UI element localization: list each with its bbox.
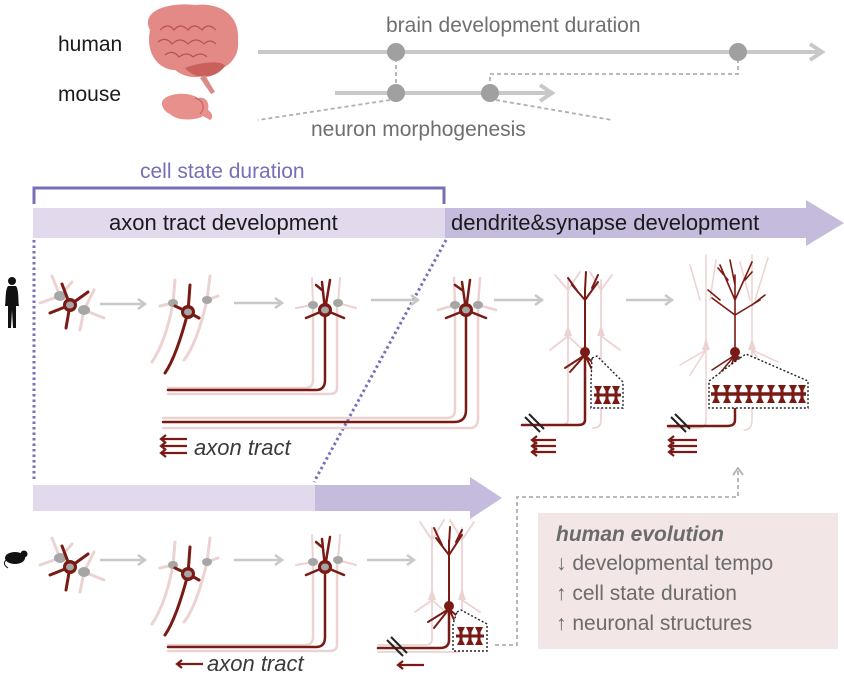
evolution-connector-lines — [495, 470, 739, 646]
mouse-label: mouse — [58, 83, 122, 106]
mouse-phase2-arrow — [315, 477, 502, 519]
evolution-item-text: cell state duration — [572, 582, 737, 605]
neuron-stage-bipolar-mouse — [150, 536, 220, 637]
dendrite-synapse-development-label: dendrite&synapse development — [451, 210, 760, 235]
human-silhouette-icon — [5, 277, 19, 328]
cell-state-duration-label: cell state duration — [140, 160, 305, 183]
human-label: human — [58, 33, 123, 56]
human-evolution-box: human evolution ↓ developmental tempo ↑ … — [538, 513, 838, 649]
evolution-item-structures: ↑ neuronal structures — [556, 612, 752, 636]
axon-tract-arrow-icon — [396, 660, 424, 670]
axon-tract-development-label: axon tract development — [109, 210, 338, 235]
synapse-zoom-box — [590, 355, 624, 409]
evolution-item-tempo: ↓ developmental tempo — [556, 552, 773, 576]
neuron-stage-multipolar-mouse — [38, 536, 106, 594]
neuron-morphogenesis-label: neuron morphogenesis — [311, 118, 526, 141]
human-phase2-arrow — [445, 200, 844, 246]
neuron-stage-3-human — [166, 277, 357, 396]
timeline-node — [729, 43, 747, 61]
neuron-stage-3-mouse — [166, 534, 357, 653]
timeline-node — [387, 43, 405, 61]
synapse-zoom-box — [452, 609, 488, 652]
human-phase1-bar — [33, 208, 445, 238]
neuron-stage-bipolar-human — [150, 274, 220, 375]
axon-tract-arrows-icon — [530, 435, 556, 457]
human-evolution-title: human evolution — [556, 523, 724, 546]
axon-tract-arrows-icon — [667, 435, 697, 457]
neuron-stage-6-human — [666, 254, 809, 457]
timeline-connectors — [257, 58, 739, 121]
mouse-phase1-bar — [33, 485, 315, 511]
axon-tract-label-mouse: axon tract — [207, 651, 304, 676]
axon-tract-arrows-icon — [159, 434, 187, 458]
cell-state-bracket — [32, 186, 446, 204]
down-arrow-icon: ↓ — [556, 552, 567, 575]
axon-tract-arrow-icon — [175, 659, 203, 669]
up-arrow-icon: ↑ — [556, 582, 567, 605]
morphogenesis-timeline — [335, 83, 556, 103]
evolution-item-cell-state: ↑ cell state duration — [556, 582, 737, 606]
neuron-stage-5-human — [520, 271, 624, 457]
evolution-item-text: neuronal structures — [572, 612, 753, 635]
neuron-stage-4-mouse — [376, 519, 488, 670]
phase-guide-lines — [32, 239, 448, 483]
mouse-brain-icon — [161, 93, 213, 120]
axon-tract-label-human: axon tract — [194, 435, 291, 460]
brain-development-duration-label: brain development duration — [386, 14, 641, 37]
brain-development-timeline — [258, 42, 826, 62]
mouse-silhouette-icon — [3, 550, 28, 569]
timeline-node — [387, 84, 405, 102]
up-arrow-icon: ↑ — [556, 612, 567, 635]
neuron-stage-multipolar-human — [38, 274, 106, 332]
evolution-item-text: developmental tempo — [572, 552, 774, 575]
timeline-node — [481, 84, 499, 102]
synapse-zoom-box-large — [708, 353, 809, 409]
neuron-stage-4-human — [161, 276, 498, 430]
human-brain-icon — [148, 4, 239, 94]
